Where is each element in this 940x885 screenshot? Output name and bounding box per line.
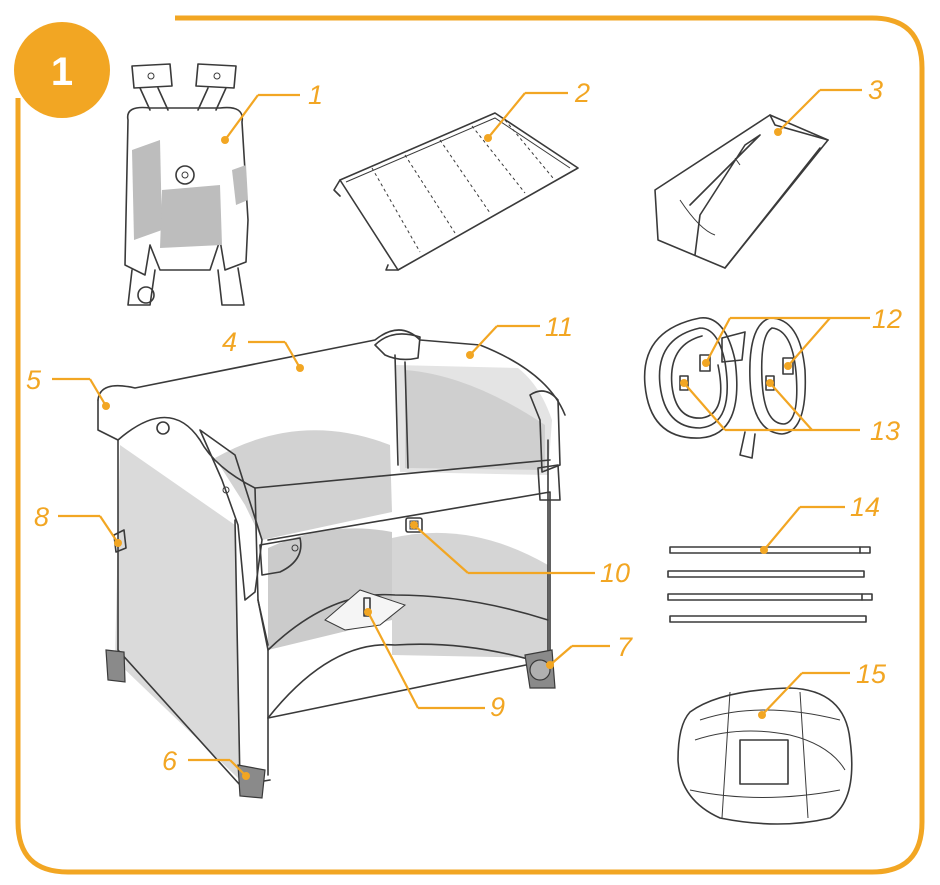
- label-14: 14: [850, 492, 880, 522]
- label-11: 11: [545, 312, 573, 342]
- label-1: 1: [308, 80, 323, 110]
- label-2: 2: [574, 78, 590, 108]
- label-15: 15: [856, 659, 887, 689]
- label-6: 6: [162, 746, 178, 776]
- label-5: 5: [26, 365, 42, 395]
- main-travel-cot: [97, 329, 566, 799]
- part-14-support-rods: [667, 546, 873, 623]
- part-12-straps: [643, 317, 807, 459]
- part-2-mattress: [333, 112, 579, 271]
- label-10: 10: [600, 558, 630, 588]
- label-3: 3: [868, 75, 883, 105]
- label-12: 12: [872, 304, 902, 334]
- panel-frame: [15, 15, 925, 875]
- label-9: 9: [490, 692, 505, 722]
- step-badge: [14, 22, 110, 118]
- label-8: 8: [34, 502, 49, 532]
- step-number: 1: [51, 50, 73, 94]
- label-4: 4: [222, 327, 237, 357]
- label-7: 7: [617, 632, 633, 662]
- label-13: 13: [870, 416, 900, 446]
- part-1-folded-frame: [124, 63, 249, 306]
- part-15-storage-bag: [677, 687, 853, 825]
- part-3-carry-bag: [654, 114, 829, 269]
